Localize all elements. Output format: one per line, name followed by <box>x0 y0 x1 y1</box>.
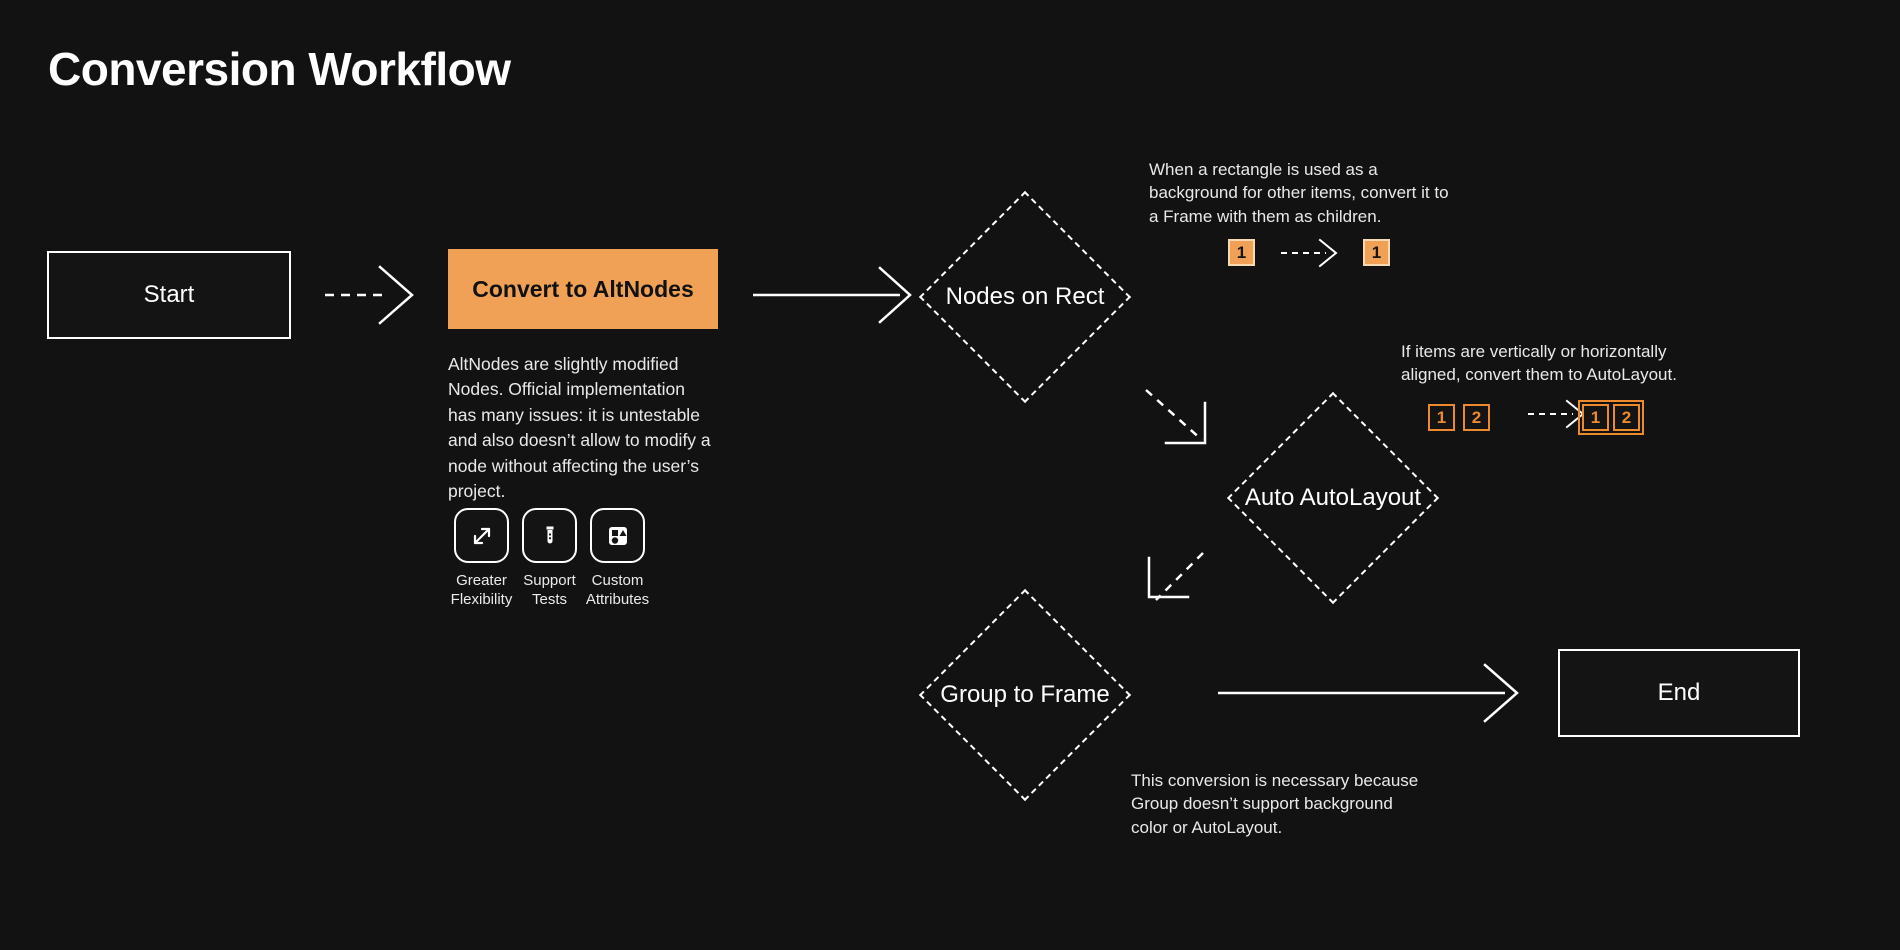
connector-autolayout-to-grouptoframe <box>1147 552 1204 601</box>
page-title: Conversion Workflow <box>48 43 511 95</box>
convert-feature-list: Greater Flexibility Support Tests <box>451 508 649 610</box>
node-auto-autolayout[interactable]: Auto AutoLayout <box>1226 391 1440 605</box>
badge-layout-before-2: 2 <box>1463 404 1490 431</box>
badge-rect-before-1: 1 <box>1228 239 1255 266</box>
note-auto-autolayout: If items are vertically or horizontally … <box>1401 342 1677 385</box>
feature-greater-flexibility[interactable]: Greater Flexibility <box>451 508 512 610</box>
node-nodes-on-rect[interactable]: Nodes on Rect <box>918 190 1132 404</box>
connector-grouptoframe-to-end <box>1218 663 1519 723</box>
badge-example-autolayout: 1 2 1 2 <box>1428 400 1644 435</box>
feature-support-tests-label: Support Tests <box>523 572 576 608</box>
node-end-label: End <box>1657 679 1701 706</box>
connector-convert-to-nodesonrect <box>753 266 912 324</box>
convert-description: AltNodes are slightly modified Nodes. Of… <box>448 354 711 501</box>
badge-layout-after: 1 2 <box>1578 400 1644 435</box>
node-convert-to-altnodes[interactable]: Convert to AltNodes <box>448 249 718 329</box>
node-end[interactable]: End <box>1558 649 1800 737</box>
node-start-label: Start <box>143 281 195 308</box>
badge-layout-before-1: 1 <box>1428 404 1455 431</box>
feature-custom-attributes[interactable]: Custom Attributes <box>586 508 649 610</box>
node-auto-autolayout-label: Auto AutoLayout <box>1244 484 1422 511</box>
node-convert-label: Convert to AltNodes <box>472 275 694 302</box>
note-nodes-on-rect: When a rectangle is used as a background… <box>1149 160 1449 226</box>
connector-start-to-convert <box>325 265 414 325</box>
connector-nodesonrect-to-autolayout <box>1145 389 1207 445</box>
badge-example-rect: 1 1 <box>1228 239 1390 266</box>
feature-greater-flexibility-label: Greater Flexibility <box>450 572 513 608</box>
node-group-to-frame-label: Group to Frame <box>940 681 1110 708</box>
badge-layout-after-1: 1 <box>1582 404 1609 431</box>
shapes-icon <box>590 508 645 563</box>
test-tube-icon <box>522 508 577 563</box>
node-nodes-on-rect-label: Nodes on Rect <box>945 283 1105 310</box>
badge-rect-after-1: 1 <box>1363 239 1390 266</box>
expand-arrows-icon <box>454 508 509 563</box>
node-group-to-frame[interactable]: Group to Frame <box>918 588 1132 802</box>
feature-custom-attributes-label: Custom Attributes <box>585 572 650 608</box>
note-group-to-frame: This conversion is necessary because Gro… <box>1131 771 1419 837</box>
badge-layout-after-2: 2 <box>1613 404 1640 431</box>
badge-layout-before: 1 2 <box>1428 404 1490 431</box>
node-start[interactable]: Start <box>47 251 291 339</box>
feature-support-tests[interactable]: Support Tests <box>522 508 577 610</box>
